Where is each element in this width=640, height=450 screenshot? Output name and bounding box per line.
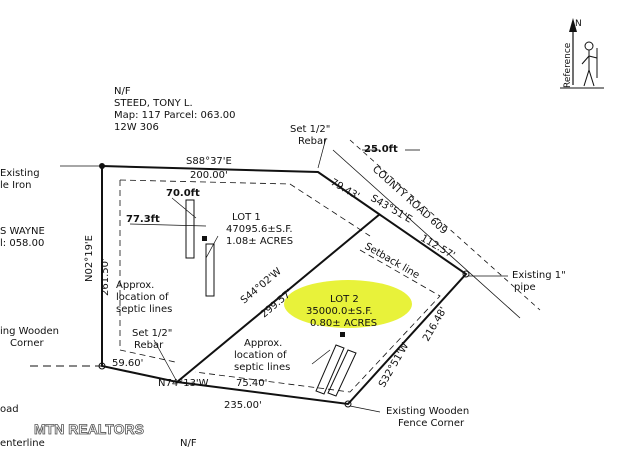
north-bearing: S88°37'E [186, 156, 232, 167]
lot2-area: 35000.0±S.F. [306, 306, 373, 317]
road-width-label: 25.0ft [364, 144, 398, 155]
left-iron-label: le Iron [0, 180, 31, 191]
existing-fence-line1: Existing Wooden [386, 406, 469, 417]
existing-pipe-line1: Existing 1" [512, 270, 566, 281]
lot1-name: LOT 1 [232, 212, 261, 223]
corner-marker-nw [99, 163, 105, 169]
septic1-line2: location of [116, 292, 169, 303]
owner-north-name: STEED, TONY L. [114, 98, 193, 109]
septic-lines-lot2 [315, 332, 357, 397]
county-road [332, 139, 541, 319]
bottom-nf-label: N/F [180, 438, 197, 449]
owner-north-nf: N/F [114, 86, 131, 97]
rebar-top-line2: Rebar [298, 136, 328, 147]
rebar-bottom-line1: Set 1/2" [132, 328, 172, 339]
existing-fence-line2: Fence Corner [398, 418, 465, 429]
existing-pipe-line2: pipe [514, 282, 536, 293]
left-existing-label: Existing [0, 168, 40, 179]
rebar-bottom-line2: Rebar [134, 340, 164, 351]
septic1-line1: Approx. [116, 280, 154, 291]
road-distance-2: 112.57' [419, 233, 457, 261]
south-bearing: N74°13'W [158, 378, 209, 389]
lot2-acres: 0.80± ACRES [310, 318, 377, 329]
svg-text:N: N [575, 19, 582, 29]
road-distance-1: 79.43' [329, 177, 362, 202]
north-arrow: N [560, 18, 604, 89]
southwest-distance: 59.60' [112, 358, 143, 369]
lot2-name: LOT 2 [330, 294, 359, 305]
corner-marker-pipe [462, 270, 470, 278]
lot1-acres: 1.08± ACRES [226, 236, 293, 247]
rebar-top-line1: Set 1/2" [290, 124, 330, 135]
lot2-highlight [284, 280, 412, 328]
offset-left: 77.3ft [126, 214, 160, 225]
owner-north-parcel: Map: 117 Parcel: 063.00 [114, 110, 235, 121]
corner-marker-fence [344, 400, 352, 408]
south-distance: 235.00' [224, 400, 262, 411]
north-distance: 200.00' [190, 170, 228, 181]
lot-boundary [30, 165, 468, 406]
reference-label: Reference [563, 42, 573, 88]
septic2-line1: Approx. [244, 338, 282, 349]
owner-west-name: S WAYNE [0, 226, 45, 237]
setback-label: Setback line [363, 241, 422, 281]
setback-lines [119, 179, 441, 393]
left-wooden-label: ing Wooden [0, 326, 59, 337]
west-bearing: N02°19'E [84, 235, 95, 282]
lot1-area: 47095.6±S.F. [226, 224, 293, 235]
septic2-line3: septic lines [234, 362, 290, 373]
septic1-line3: septic lines [116, 304, 172, 315]
south-part-distance: 75.40' [236, 378, 267, 389]
left-corner-label: Corner [10, 338, 45, 349]
left-centerline-label: enterline [0, 438, 45, 449]
corner-marker-sw [98, 362, 106, 370]
offset-top: 70.0ft [166, 188, 200, 199]
watermark: MTN REALTORS [34, 421, 144, 437]
east-distance: 216.48' [421, 305, 449, 343]
west-distance: 261.50' [100, 258, 111, 296]
septic-lines-lot1 [185, 199, 215, 297]
septic2-line2: location of [234, 350, 287, 361]
owner-west-parcel: l: 058.00 [0, 238, 44, 249]
left-road-label: oad [0, 404, 19, 415]
owner-north-district: 12W 306 [114, 122, 159, 133]
